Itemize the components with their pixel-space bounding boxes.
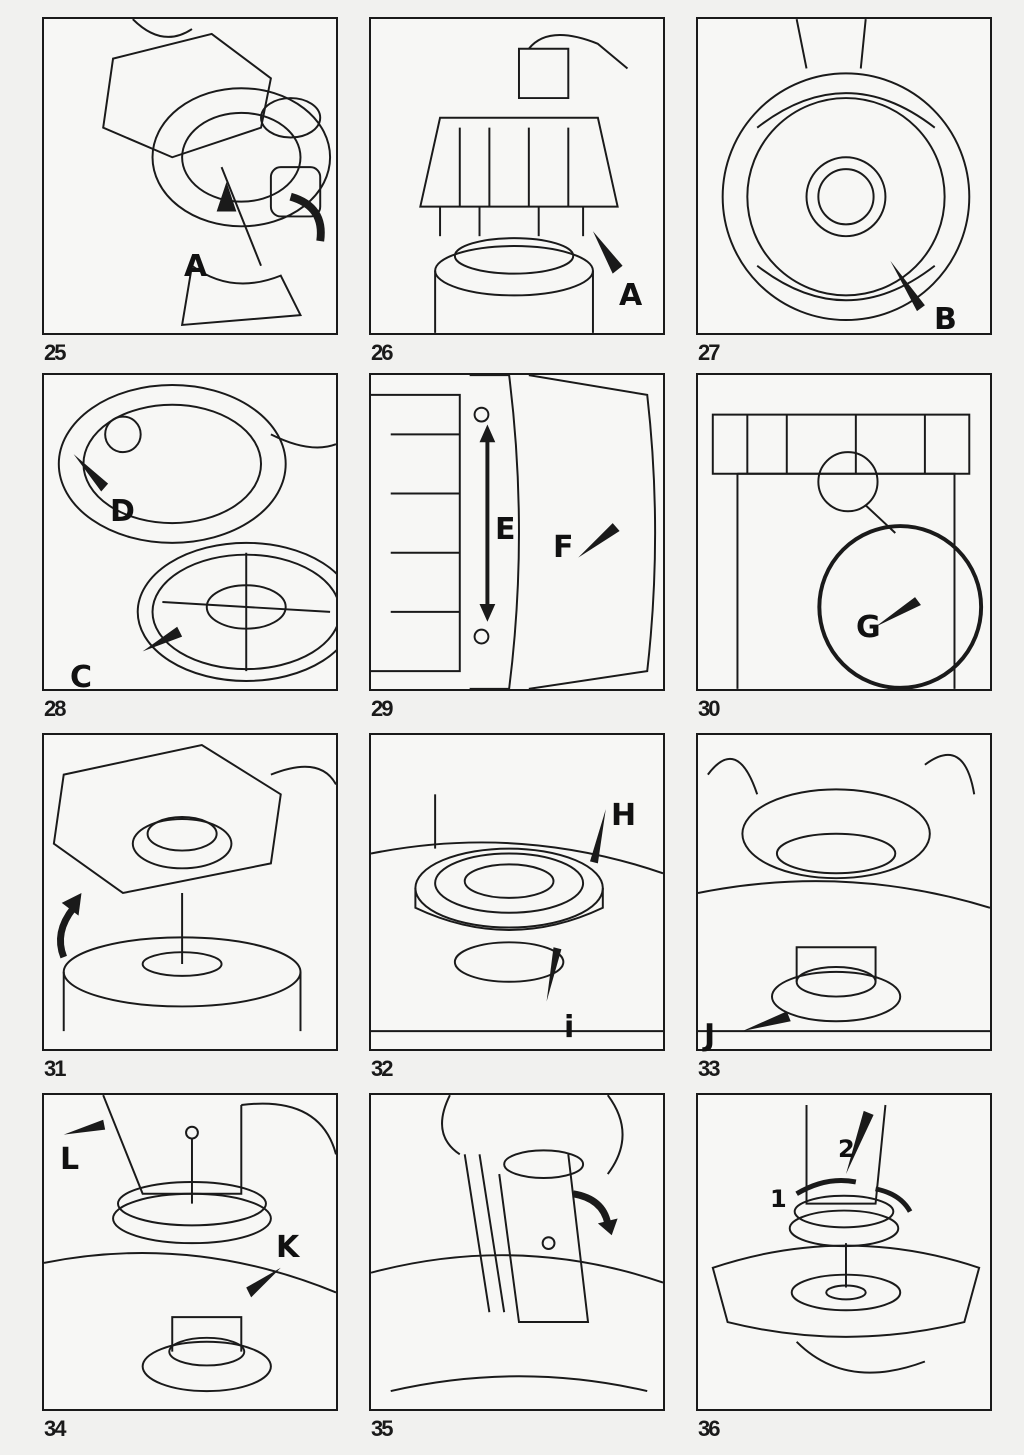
label-a: A [184,249,208,284]
label-k: K [276,1230,300,1265]
label-2: 2 [838,1135,855,1163]
panel-27: B [696,17,992,335]
figure-number-32: 32 [371,1056,394,1081]
figure-number-35: 35 [371,1416,394,1441]
panel-28-illustration [57,384,336,682]
panel-31-illustration [52,743,336,1032]
figure-number-29: 29 [371,696,394,721]
panel-36: 1 2 [696,1093,992,1411]
figure-number-34: 34 [44,1416,67,1441]
figure-number-30: 30 [698,696,721,721]
panel-34-illustration [44,1095,336,1393]
panel-30: G [696,373,992,691]
panel-31 [42,733,338,1051]
label-l: L [60,1142,80,1177]
panel-29: E F [369,373,665,691]
panel-30-illustration [711,413,984,689]
panel-35 [369,1093,665,1411]
figure-number-27: 27 [698,340,721,365]
label-a: A [619,278,643,313]
panel-34: L K [42,1093,338,1411]
panel-33: J [696,733,992,1051]
figure-number-28: 28 [44,696,67,721]
panel-25-illustration [102,19,332,327]
panel-33-illustration [698,753,990,1033]
label-f: F [553,530,574,565]
label-i: i [564,1010,575,1045]
panel-29-illustration [371,375,657,689]
panel-28: D C [42,373,338,695]
panel-26-illustration [419,34,629,333]
panel-35-illustration [371,1095,663,1393]
label-j: J [704,1018,716,1053]
panel-32: H i [369,733,665,1051]
label-e: E [495,512,516,547]
label-h: H [611,798,637,833]
panel-25: A [42,17,338,335]
panel-27-illustration [721,19,971,322]
figure-number-31: 31 [44,1056,67,1081]
label-g: G [856,610,881,645]
figure-number-36: 36 [698,1416,721,1441]
panel-32-illustration [371,794,663,1033]
figure-number-25: 25 [44,340,67,365]
label-b: B [934,302,957,337]
panel-36-illustration [711,1104,981,1374]
label-d: D [110,494,135,529]
figure-number-26: 26 [371,340,394,365]
panel-26: A [369,17,665,335]
label-c: C [70,660,93,695]
figure-number-33: 33 [698,1056,721,1081]
label-1: 1 [770,1185,787,1213]
